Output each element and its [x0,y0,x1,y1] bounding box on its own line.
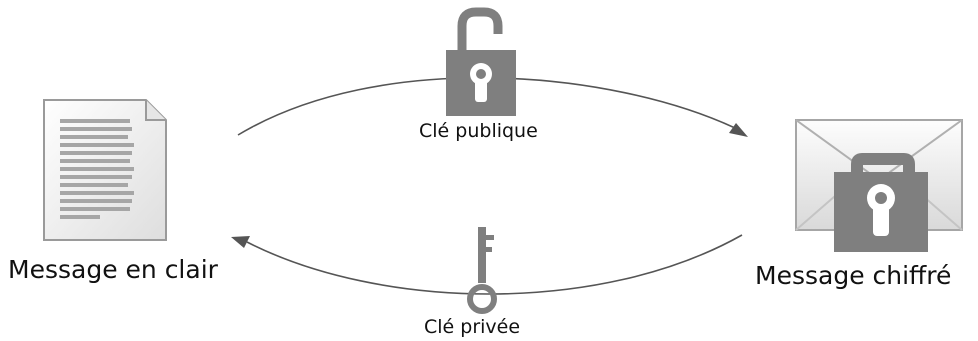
private-key-label: Clé privée [424,316,521,338]
public-key-label: Clé publique [419,120,538,142]
open-padlock-icon [446,7,516,116]
locked-envelope-icon [795,119,963,252]
document-icon [43,99,167,241]
plain-message-label: Message en clair [8,255,218,284]
encrypted-message-label: Message chiffré [755,261,952,290]
key-icon [467,227,497,314]
